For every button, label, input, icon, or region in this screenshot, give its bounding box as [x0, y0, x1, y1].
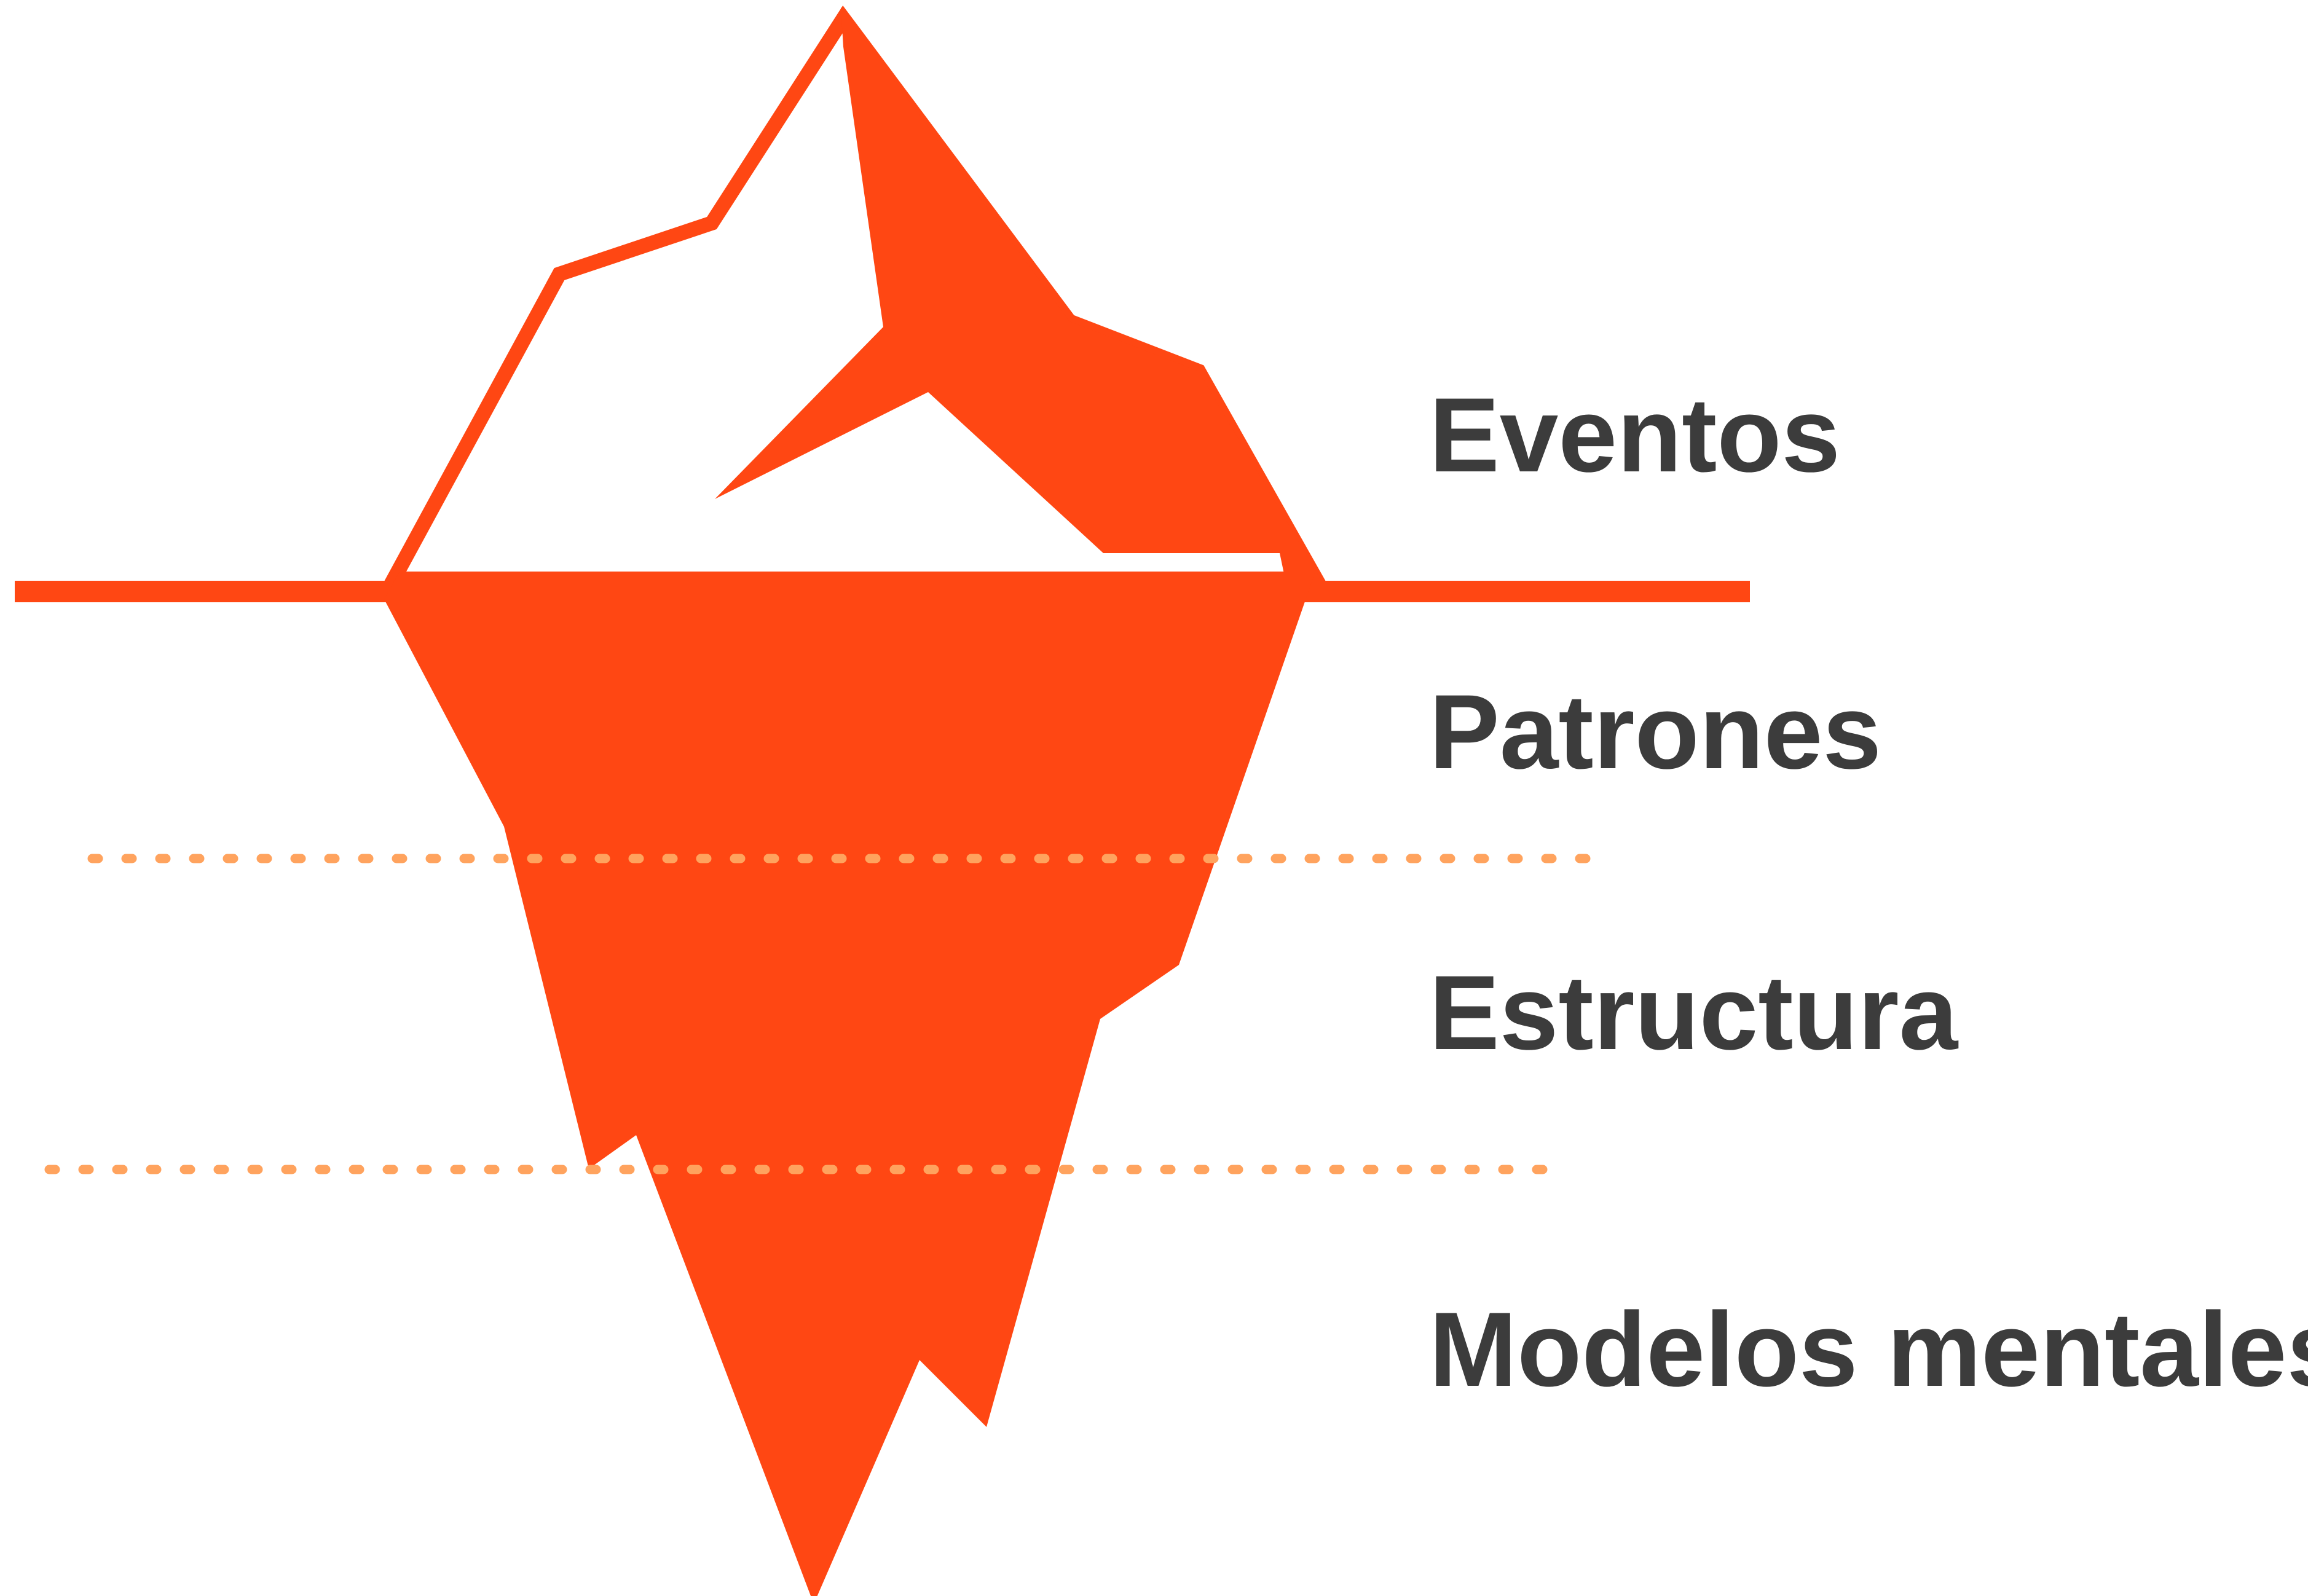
level-label-estructura: Estructura [1429, 954, 1959, 1072]
level-label-modelos-mentales: Modelos mentales [1429, 1291, 2308, 1409]
iceberg-tip-shade [715, 7, 1328, 591]
iceberg-tip [374, 5, 1334, 599]
level-label-patrones: Patrones [1429, 673, 1881, 791]
iceberg-submerged [384, 572, 1315, 1596]
level-label-eventos: Eventos [1429, 376, 1840, 494]
